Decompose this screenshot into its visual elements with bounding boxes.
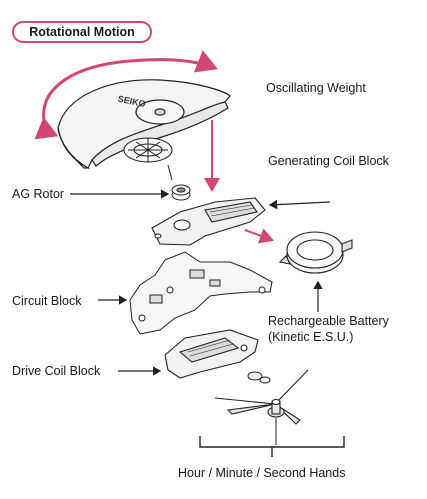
rotation-arrow [34, 50, 218, 140]
label-generating-coil-block: Generating Coil Block [268, 154, 389, 168]
label-circuit-block: Circuit Block [12, 294, 82, 308]
rechargeable-battery [278, 231, 353, 274]
label-drive-coil-block: Drive Coil Block [12, 364, 101, 378]
hands-bracket [199, 436, 345, 448]
circuit-block [129, 251, 273, 335]
rotational-motion-badge: Rotational Motion [12, 21, 152, 43]
hands [214, 369, 309, 425]
oscillating-weight [57, 79, 231, 169]
label-ag-rotor: AG Rotor [12, 187, 65, 201]
label-battery-line2: (Kinetic E.S.U.) [268, 330, 354, 344]
wheel-train [247, 371, 271, 384]
label-oscillating-weight: Oscillating Weight [266, 81, 366, 95]
battery-arrow [244, 228, 274, 244]
label-battery-line1: Rechargeable Battery [268, 314, 389, 328]
drive-coil-block [164, 329, 259, 379]
ag-rotor [171, 184, 191, 201]
weight-gear [123, 137, 173, 163]
label-hands: Hour / Minute / Second Hands [178, 466, 346, 480]
generating-coil-block [151, 197, 266, 246]
